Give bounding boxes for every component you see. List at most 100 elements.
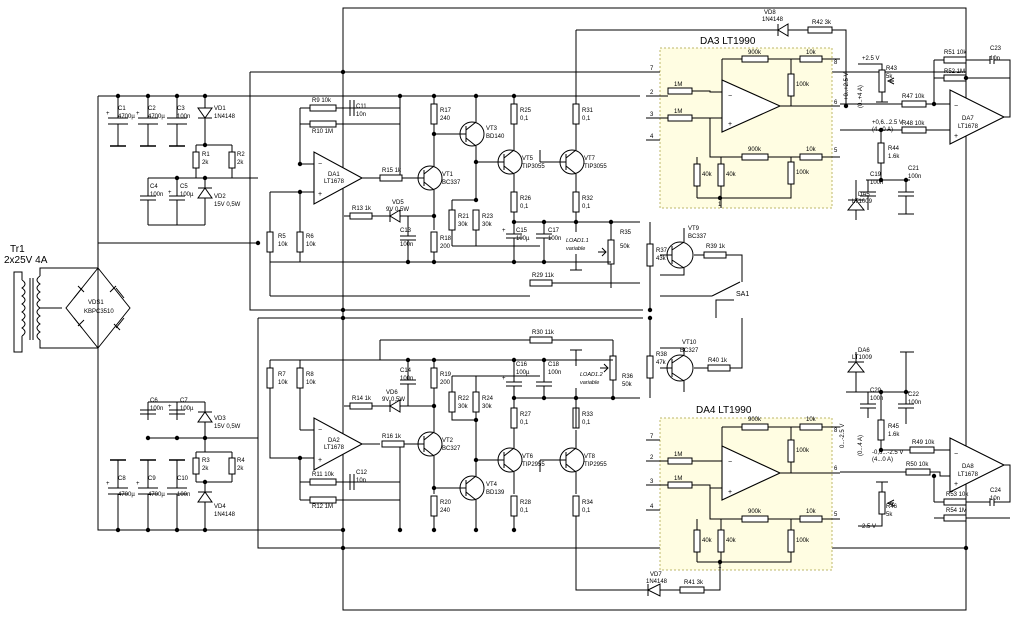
da4-pin5: 5 — [834, 512, 838, 518]
da3-40k-a: 40k — [702, 172, 713, 178]
vd2-value: 15V 0,5W — [214, 202, 241, 208]
r18-value: 200 — [440, 244, 451, 250]
vd4-ref: VD4 — [214, 504, 226, 510]
c2-value: 4700µ — [148, 114, 165, 120]
r31-ref: R31 — [582, 108, 594, 114]
da2-value: LT1678 — [324, 445, 345, 451]
da4-pin2: 2 — [650, 455, 654, 461]
da3-900k-bot: 900k — [748, 147, 762, 153]
c10-ref: C10 — [177, 476, 189, 482]
c24-ref: C24 — [990, 488, 1002, 494]
da4-10k-bot: 10k — [806, 509, 817, 515]
r33-ref: R33 — [582, 412, 594, 418]
c23-value: 10n — [990, 56, 1000, 62]
r47-label: R47 10k — [902, 94, 925, 100]
top-range-note: +0..+2.5 V — [844, 72, 850, 100]
r40-label: R40 1k — [708, 358, 728, 364]
plus25-note: +2.5 V — [862, 56, 880, 62]
vt5-value: TIP3055 — [522, 164, 545, 170]
da3-100k-top: 100k — [796, 82, 810, 88]
vd8-ref: VD8 — [764, 10, 776, 16]
bot-range4-note: (4...0 A) — [872, 457, 893, 463]
r30-label: R30 11k — [532, 330, 555, 336]
bottom-ref-supply: VD3 15V 0,5W + C6 100n C7 100µ R3 2k R4 … — [140, 398, 258, 530]
sa1-ref: SA1 — [736, 291, 749, 298]
da4-chip: DA4 LT1990 − + 900k 10k 100k 1M 1M 900k … — [646, 405, 840, 571]
da1-ref: DA1 — [328, 172, 340, 178]
switch-sa1: SA1 — [660, 276, 749, 318]
r41-label: R41 3k — [684, 580, 704, 586]
r42-label: R42 3k — [812, 20, 832, 26]
da5-value: LT1009 — [852, 199, 873, 205]
svg-text:+: + — [136, 111, 140, 117]
r7-ref: R7 — [278, 372, 286, 378]
r25-value: 0,1 — [520, 116, 529, 122]
r1-ref: R1 — [202, 152, 210, 158]
da3-pin1: 1 — [718, 202, 722, 208]
r25-ref: R25 — [520, 108, 532, 114]
top-range3-note: +0,6...2.5 V — [872, 120, 903, 126]
vd2-ref: VD2 — [214, 194, 226, 200]
svg-text:+: + — [954, 133, 958, 140]
c14-ref: C14 — [400, 368, 412, 374]
r29-label: R29 11k — [532, 273, 555, 279]
load2-ref: LOAD1.2 — [580, 372, 603, 378]
r46-value: 5k — [886, 512, 893, 518]
c22-ref: C22 — [908, 392, 920, 398]
r38-ref: R38 — [656, 352, 668, 358]
r31-value: 0,1 — [582, 116, 591, 122]
c18-ref: C18 — [548, 362, 560, 368]
svg-text:−: − — [318, 161, 322, 168]
vd1-ref: VD1 — [214, 106, 226, 112]
c10-value: 100n — [177, 492, 190, 498]
da7-block: +2.5 V R43 5k +0..+2.5 V (0..+4 A) +0,6.… — [840, 46, 1011, 220]
r43-ref: R43 — [886, 66, 898, 72]
vt6-ref: VT6 — [522, 454, 534, 460]
r53-label: R53 10k — [946, 492, 969, 498]
r3-ref: R3 — [202, 458, 210, 464]
r49-label: R49 10k — [912, 440, 935, 446]
r51-label: R51 10k — [944, 50, 967, 56]
da1-value: LT1678 — [324, 179, 345, 185]
r46-ref: R46 — [886, 504, 898, 510]
da8-block: DA6 LT1009 C20 100n C22 100n R45 1.6k 0.… — [840, 348, 1011, 530]
vt6-value: TIP2955 — [522, 462, 545, 468]
r11-label: R11 10k — [312, 472, 335, 478]
vt10-value: BC327 — [680, 348, 699, 354]
c1-value: 4700µ — [118, 114, 135, 120]
vd6-value: 9V 0,5W — [382, 397, 405, 403]
da3-chip: DA3 LT1990 − + 900k 10k 100k 1M 1M 900k … — [646, 36, 840, 209]
c3-ref: C3 — [177, 106, 185, 112]
svg-text:−: − — [954, 103, 958, 110]
vt1-block: VT1 BC337 R17 240 R18 200 R13 1k VD5 9V … — [344, 96, 461, 262]
vt9-ref: VT9 — [688, 226, 700, 232]
vd3-ref: VD3 — [214, 416, 226, 422]
da3-pin3: 3 — [650, 112, 654, 118]
c19-ref: C19 — [870, 172, 882, 178]
r6-ref: R6 — [306, 234, 314, 240]
r44-ref: R44 — [888, 146, 900, 152]
r48-label: R48 10k — [902, 121, 925, 127]
r12-label: R12 1M — [312, 504, 333, 510]
da3-1m-a: 1M — [674, 82, 682, 88]
vt3-block: VT3 BD140 R21 30k R23 30k — [434, 96, 540, 247]
svg-text:−: − — [954, 451, 958, 458]
r10-label: R10 1M — [312, 129, 333, 135]
da3-10k-bot: 10k — [806, 147, 817, 153]
r34-ref: R34 — [582, 500, 594, 506]
r8-value: 10k — [306, 380, 317, 386]
r27-ref: R27 — [520, 412, 532, 418]
da3-900k-top: 900k — [748, 50, 762, 56]
da4-pin7: 7 — [650, 434, 654, 440]
r21-value: 30k — [458, 222, 469, 228]
c18-value: 100n — [548, 370, 561, 376]
da4-pin3: 3 — [650, 479, 654, 485]
c23-ref: C23 — [990, 46, 1002, 52]
r4-ref: R4 — [237, 458, 245, 464]
vt8-value: TIP2955 — [584, 462, 607, 468]
da2-block: − + DA2 LT1678 R11 10k R12 1M C12 10n R7… — [266, 359, 418, 530]
svg-text:−: − — [728, 459, 732, 466]
vd5-value: 9V 0,5W — [386, 207, 409, 213]
vt4-value: BD139 — [486, 490, 505, 496]
c13-ref: C13 — [400, 228, 412, 234]
